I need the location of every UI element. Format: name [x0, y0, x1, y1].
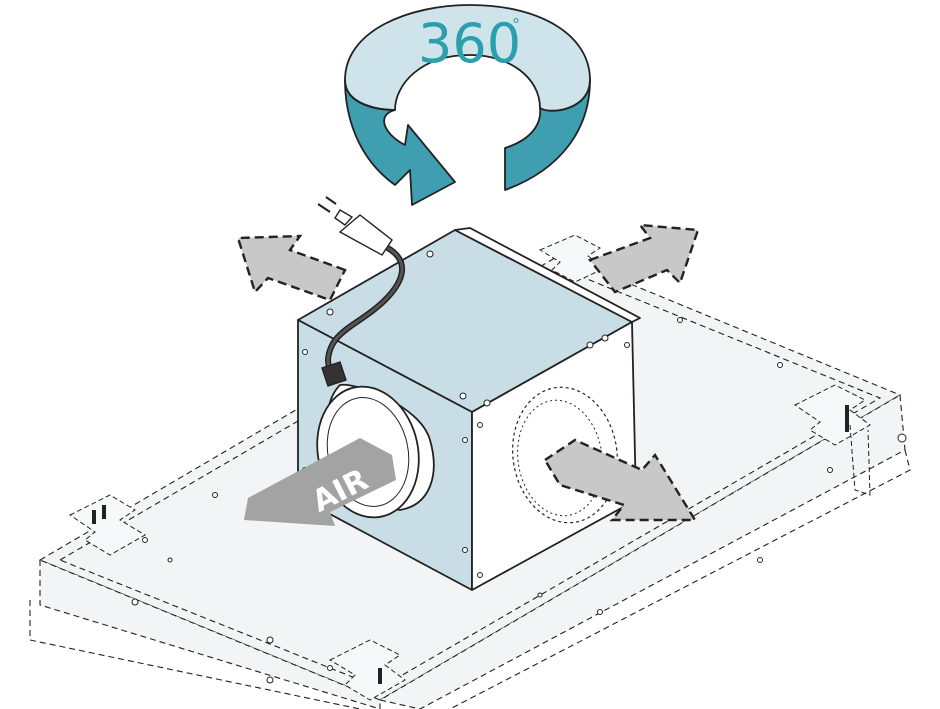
bracket-left: [69, 494, 146, 556]
air-outlet-arrow-icon: AIR: [244, 438, 396, 526]
mounting-brackets: [69, 234, 871, 701]
motor-box-top-rim: [454, 227, 641, 323]
bracket-bottom: [328, 639, 406, 701]
dashed-direction-arrow-icon: [236, 223, 700, 302]
direction-arrow-right: [588, 223, 700, 294]
air-arrow-side: [543, 438, 698, 522]
rotation-degree-symbol: °: [512, 15, 520, 34]
air-arrow-front: [244, 438, 396, 526]
power-cord: [324, 244, 406, 381]
rotation-label: 360: [418, 12, 521, 75]
rotation-ring-front-right: [504, 79, 591, 191]
hood-plate-inner-edge: [58, 267, 882, 689]
rotation-arrow-icon: 360 °: [344, 4, 591, 206]
bracket-right: [794, 384, 871, 446]
hood-plate-right-face: [378, 394, 906, 709]
bracket-top: [538, 234, 606, 283]
motor-box-screws: [302, 250, 633, 578]
rotation-ring-front-left: [344, 79, 456, 206]
hood-plate-front-face: [39, 559, 381, 709]
hood-right-corner-bracket: [849, 424, 907, 496]
hood-plate-right-lower-edge: [449, 449, 911, 709]
direction-arrow-left: [236, 234, 347, 302]
hood-plate-lower-edge: [29, 600, 361, 709]
power-plug-icon: [317, 196, 393, 387]
bracket-bolts: [92, 405, 849, 684]
